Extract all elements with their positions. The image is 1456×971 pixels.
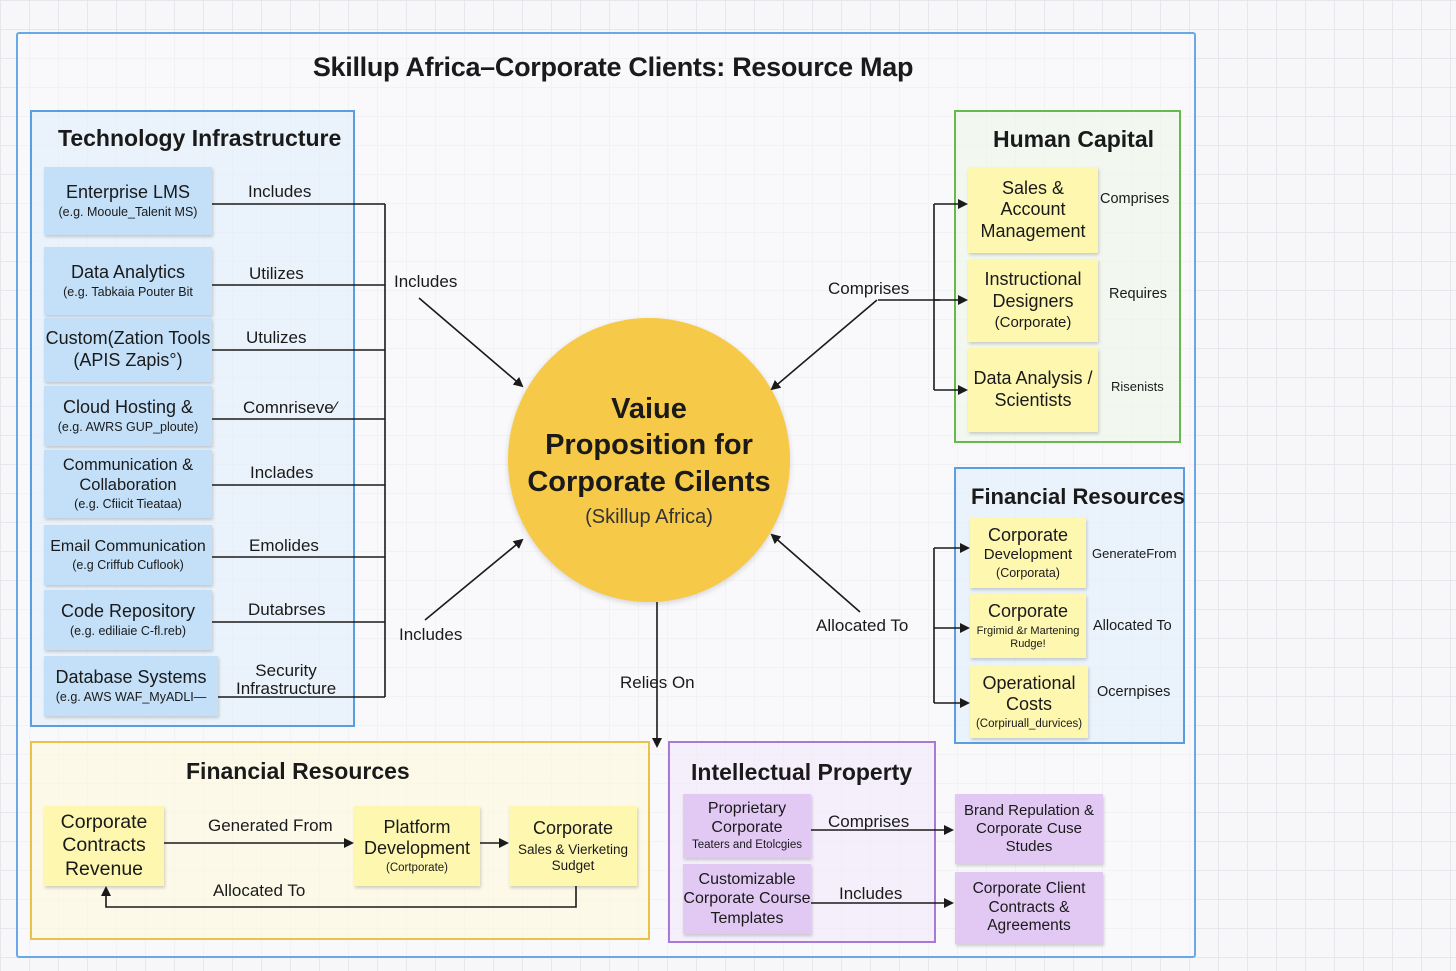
card-subtitle: (e.g Criffub Cuflook)	[72, 558, 184, 573]
ip-relation-label: Comprises	[828, 812, 910, 831]
ip-target-brand-reputation[interactable]: Brand Repulation & Corporate Cuse Studes	[955, 794, 1103, 864]
human-capital-title: Human Capital	[993, 126, 1155, 152]
hc-card-data-analysis[interactable]: Data Analysis / Scientists	[968, 348, 1098, 432]
value-proposition-circle[interactable]: Vaiue Proposition for Corporate Cilents …	[508, 318, 790, 602]
ip-card-course-templates[interactable]: Customizable Corporate Course Templates	[683, 864, 811, 934]
technology-panel-title: Technology Infrastructure	[58, 125, 342, 151]
center-line-1: Vaiue	[611, 393, 687, 426]
ip-target-client-contracts[interactable]: Corporate Client Contracts & Agreements	[955, 872, 1103, 944]
arrow-bottom-right	[770, 533, 861, 613]
card-subtitle: (Corpiruall_durvices)	[975, 717, 1083, 730]
tech-relation-label: Emolides	[249, 536, 319, 555]
card-subtitle: Frgimid &r Martening Rudge!	[976, 624, 1080, 650]
tech-card-cloud-hosting[interactable]: Cloud Hosting & (e.g. AWRS GUP_ploute)	[44, 386, 212, 446]
ip-card-proprietary[interactable]: Proprietary Corporate Teaters and Etolcg…	[683, 794, 811, 858]
link-label-bottom-left: Includes	[399, 625, 463, 644]
card-title: Enterprise LMS	[65, 181, 191, 202]
tech-relation-label: Utilizes	[249, 264, 304, 283]
card-subtitle: (Corporate)	[994, 314, 1072, 332]
card-title-2: Development	[983, 546, 1073, 564]
card-title: Sales & Account Management	[980, 177, 1086, 241]
fr-relation-label: Ocernpises	[1097, 684, 1171, 700]
link-label-top-right: Comprises	[828, 279, 910, 298]
card-subtitle: (e.g. Mooule_Talenit MS)	[58, 205, 198, 220]
tech-relation-label: Includes	[248, 182, 312, 201]
card-subtitle: (Cortporate)	[386, 861, 448, 874]
card-title: Corporate	[532, 818, 614, 839]
link-label-top-left: Includes	[394, 272, 458, 291]
tech-card-communication[interactable]: Communication & Collaboration (e.g. Cfii…	[44, 450, 212, 518]
hc-card-sales-account[interactable]: Sales & Account Management	[968, 167, 1098, 253]
card-title: Operational Costs	[982, 672, 1076, 715]
tech-card-email[interactable]: Email Communication (e.g Criffub Cuflook…	[44, 525, 212, 585]
tech-card-code-repository[interactable]: Code Repository (e.g. ediliaie C-fl.reb)	[44, 590, 212, 650]
hc-card-instructional-designers[interactable]: Instructional Designers (Corporate)	[968, 259, 1098, 342]
frb-card-platform-development[interactable]: Platform Development (Cortporate)	[354, 806, 480, 886]
fr-relation-label: GenerateFrom	[1092, 546, 1177, 561]
card-title: Cloud Hosting &	[62, 396, 194, 417]
card-subtitle: (e.g. AWRS GUP_ploute)	[57, 420, 199, 435]
tech-card-customization-tools[interactable]: Custom(Zation Tools (APIS Zapis°)	[44, 318, 212, 382]
card-title: Corporate Contracts Revenue	[60, 810, 148, 880]
card-title: Corporate	[987, 601, 1069, 622]
tech-relation-label: Security Infrastructure	[236, 661, 337, 698]
center-line-3: Corporate Cilents	[527, 465, 771, 498]
card-title: Customizable Corporate Course Templates	[683, 871, 811, 927]
tech-card-data-analytics[interactable]: Data Analytics (e.g. Tabkaia Pouter Bit	[44, 247, 212, 315]
fr-card-corporate-marketing[interactable]: Corporate Frgimid &r Martening Rudge!	[970, 594, 1086, 658]
tech-relation-label: Comnriseve⁄	[243, 398, 337, 417]
intellectual-property-title: Intellectual Property	[691, 759, 913, 785]
frb-relation-allocated-to: Allocated To	[213, 881, 306, 900]
card-subtitle: (e.g. Tabkaia Pouter Bit	[63, 285, 193, 300]
card-subtitle: (e.g. Cfiicit Tieataa)	[74, 497, 182, 512]
card-subtitle: Teaters and Etolcgies	[692, 839, 802, 852]
arrow-top-left	[418, 297, 524, 388]
card-title: Data Analytics	[70, 261, 186, 282]
hc-relation-label: Comprises	[1100, 191, 1170, 207]
arrow-bottom-left	[424, 538, 524, 621]
frb-arrow-allocated	[101, 886, 577, 908]
tech-card-enterprise-lms[interactable]: Enterprise LMS (e.g. Mooule_Talenit MS)	[44, 167, 212, 235]
card-title: Custom(Zation Tools (APIS Zapis°)	[45, 328, 211, 370]
diagram-title: Skillup Africa–Corporate Clients: Resour…	[312, 52, 914, 82]
card-subtitle: (Corporata)	[996, 566, 1060, 581]
card-title: Communication & Collaboration	[62, 455, 194, 494]
tech-relation-label: Dutabrses	[248, 600, 326, 619]
tech-card-database-systems[interactable]: Database Systems (e.g. AWS WAF_MyADLI—	[44, 656, 218, 716]
card-subtitle: Sales & Vierketing Sudget	[517, 841, 629, 873]
financial-right-title: Financial Resources	[971, 484, 1185, 509]
card-subtitle: (e.g. ediliaie C-fl.reb)	[69, 624, 186, 639]
frb-relation-generated-from: Generated From	[208, 816, 333, 835]
fr-card-corporate-development[interactable]: Corporate Development (Corporata)	[970, 518, 1086, 588]
hc-relation-label: Requires	[1109, 286, 1168, 302]
card-title: Data Analysis / Scientists	[973, 368, 1093, 410]
card-title: Email Communication	[50, 537, 206, 555]
financial-bottom-title: Financial Resources	[186, 758, 410, 784]
center-subtitle: (Skillup Africa)	[585, 505, 713, 528]
arrow-top-right	[770, 299, 878, 391]
card-title: Proprietary Corporate	[707, 799, 787, 837]
link-label-bottom-right: Allocated To	[816, 616, 909, 635]
center-line-2: Proposition for	[545, 429, 753, 462]
fr-card-operational-costs[interactable]: Operational Costs (Corpiruall_durvices)	[970, 666, 1088, 738]
tech-relation-label: Utulizes	[246, 328, 307, 347]
card-title: Database Systems	[55, 666, 207, 687]
card-subtitle: (e.g. AWS WAF_MyADLI—	[55, 690, 207, 705]
card-title: Code Repository	[60, 600, 196, 621]
ip-relation-label: Includes	[839, 884, 903, 903]
fr-relation-label: Allocated To	[1093, 618, 1172, 634]
card-title: Platform Development	[363, 816, 471, 859]
card-title: Corporate Client Contracts & Agreements	[972, 880, 1086, 935]
hc-relation-label: Risenists	[1111, 379, 1164, 394]
tech-relation-label: Inclades	[250, 463, 314, 482]
card-title: Brand Repulation & Corporate Cuse Studes	[963, 802, 1095, 855]
card-title: Corporate	[987, 524, 1069, 545]
frb-card-corporate-sales-budget[interactable]: Corporate Sales & Vierketing Sudget	[509, 806, 637, 886]
card-title: Instructional Designers	[984, 268, 1082, 311]
frb-card-contracts-revenue[interactable]: Corporate Contracts Revenue	[44, 806, 164, 886]
